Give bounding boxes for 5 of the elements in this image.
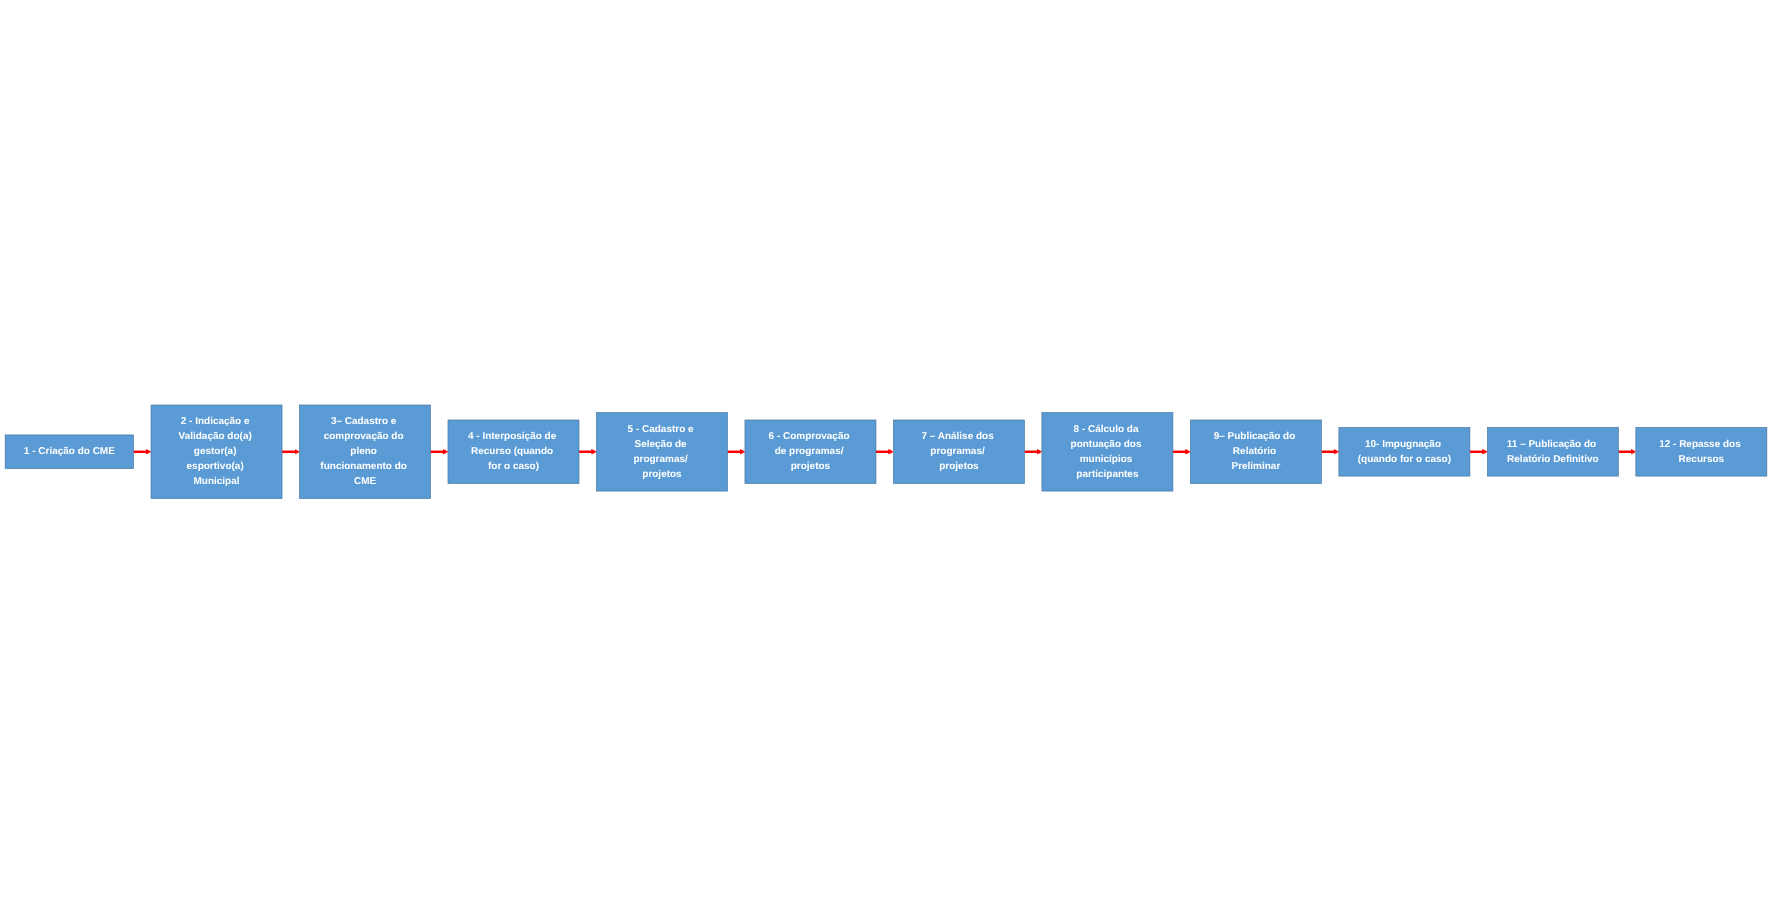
arrow (1172, 448, 1191, 454)
arrow (282, 448, 300, 454)
arrow (875, 448, 894, 454)
arrow (1469, 448, 1488, 454)
arrow (579, 448, 597, 454)
